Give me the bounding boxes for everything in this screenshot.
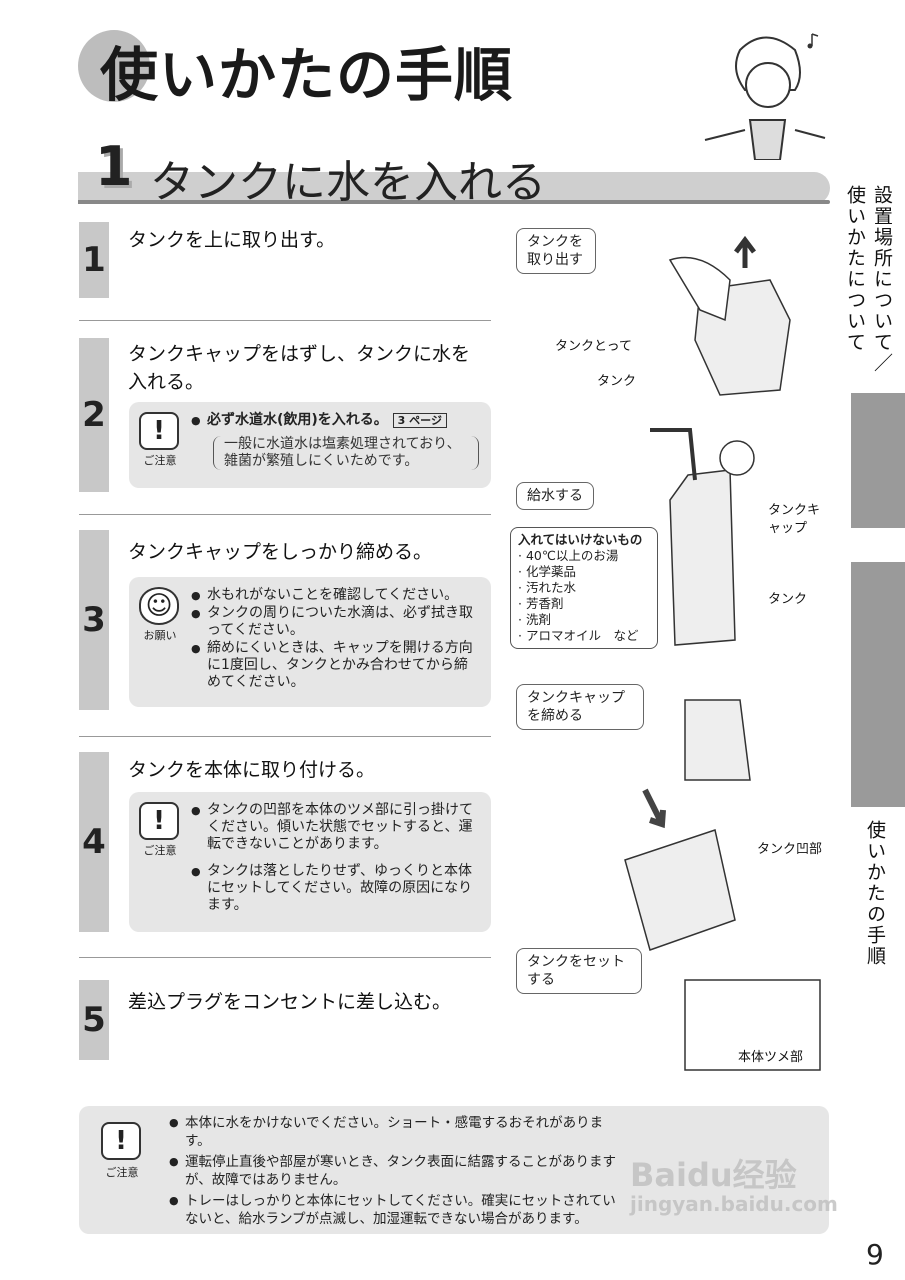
step-text: タンクキャップをはずし、タンクに水を入れる。 (128, 343, 471, 393)
step-number: 1 (79, 222, 109, 298)
forbidden-box: 入れてはいけないもの · 40℃以上のお湯 · 化学薬品 · 汚れた水 · 芳香… (510, 527, 658, 649)
page-ref-number: 3 (397, 414, 406, 427)
label-tank: タンク (768, 592, 808, 607)
step-number: 4 (79, 752, 109, 932)
note-item-text: 必ず水道水(飲用)を入れる。 (207, 412, 388, 428)
side-tab-setup[interactable]: 設置場所について／使いかたについて (844, 185, 893, 374)
divider (79, 320, 491, 321)
page-reference[interactable]: 3 ページ (392, 413, 447, 428)
forbidden-item: · 40℃以上のお湯 (518, 548, 619, 563)
page-title: 使いかたの手順 (100, 41, 514, 109)
forbidden-item-text: アロマオイル など (525, 628, 639, 643)
note-item: タンクの凹部を本体のツメ部に引っ掛けてください。傾いた状態でセットすると、運転で… (191, 802, 481, 853)
step-number: 2 (79, 338, 109, 492)
note-sub: 一般に水道水は塩素処理されており、雑菌が繁殖しにくいためです。 (213, 436, 479, 470)
note-caption: ご注意 (143, 454, 177, 467)
note-item: トレーはしっかりと本体にセットしてください。確実にセットされていないと、給水ラン… (169, 1192, 619, 1228)
side-tab-usage-steps[interactable]: 使いかたの手順 (864, 820, 886, 967)
callout-remove-tank: タンクを取り出す (516, 228, 596, 274)
note-item: 水もれがないことを確認してください。 (191, 587, 481, 604)
note-caption: ご注意 (143, 844, 177, 857)
forbidden-item-text: 40℃以上のお湯 (525, 548, 619, 563)
note-item: 運転停止直後や部屋が寒いとき、タンク表面に結露することがありますが、故障ではあり… (169, 1153, 619, 1189)
caution-icon: ! (139, 802, 179, 840)
note-item: 締めにくいときは、キャップを開ける方向に1度回し、タンクとかみ合わせてから締めて… (191, 640, 481, 691)
title-decoration (78, 30, 150, 102)
note-item: 本体に水をかけないでください。ショート・感電するおそれがあります。 (169, 1114, 619, 1150)
page-number: 9 (866, 1238, 884, 1271)
request-note: ☺ お願い 水もれがないことを確認してください。タンクの周りについた水滴は、必ず… (129, 577, 491, 707)
label-tank-handle: タンクとって (555, 339, 632, 354)
smile-icon: ☺ (139, 587, 179, 625)
woman-illustration (704, 33, 826, 160)
divider (79, 514, 491, 515)
caution-note: ! ご注意 タンクの凹部を本体のツメ部に引っ掛けてください。傾いた状態でセットす… (129, 792, 491, 932)
forbidden-item-text: 洗剤 (525, 612, 551, 627)
forbidden-item-text: 化学薬品 (525, 564, 576, 579)
divider (79, 957, 491, 958)
step-text: タンクを本体に取り付ける。 (128, 759, 376, 781)
section-title: タンクに水を入れる (150, 157, 546, 208)
section-bar-shadow (78, 200, 830, 204)
forbidden-item: · アロマオイル など (518, 628, 639, 643)
forbidden-title: 入れてはいけないもの (518, 532, 643, 547)
step-text: 差込プラグをコンセントに差し込む。 (128, 991, 452, 1013)
forbidden-item: · 化学薬品 (518, 564, 576, 579)
forbidden-item: · 芳香剤 (518, 596, 564, 611)
page-ref-suffix: ページ (409, 414, 442, 427)
note-item: タンクの周りについた水滴は、必ず拭き取ってください。 (191, 605, 481, 639)
forbidden-item: · 汚れた水 (518, 580, 576, 595)
forbidden-item: · 洗剤 (518, 612, 551, 627)
step-text: タンクを上に取り出す。 (128, 229, 336, 251)
caution-note: ! ご注意 必ず水道水(飲用)を入れる。 3 ページ 一般に水道水は塩素処理され… (129, 402, 491, 488)
callout-fill-water: 給水する (516, 482, 594, 510)
callout-close-cap: タンクキャップを締める (516, 684, 644, 730)
step-text: タンクキャップをしっかり締める。 (128, 541, 433, 563)
step-number: 3 (79, 530, 109, 710)
label-tank: タンク (597, 374, 637, 389)
caution-icon: ! (101, 1122, 141, 1160)
note-item: 必ず水道水(飲用)を入れる。 3 ページ (191, 412, 481, 429)
note-item: タンクは落としたりせず、ゆっくりと本体にセットしてください。故障の原因になります… (191, 863, 481, 914)
label-tank-cap: タンクキャップ (768, 503, 821, 536)
divider (79, 736, 491, 737)
note-caption: ご注意 (105, 1166, 139, 1179)
label-tank-recess: タンク凹部 (757, 842, 823, 857)
section-bar (78, 172, 830, 204)
step-number: 5 (79, 980, 109, 1060)
forbidden-item-text: 汚れた水 (525, 580, 576, 595)
label-claw: 本体ツメ部 (738, 1050, 804, 1065)
forbidden-item-text: 芳香剤 (525, 596, 564, 611)
bottom-caution-note: ! ご注意 本体に水をかけないでください。ショート・感電するおそれがあります。運… (79, 1106, 829, 1234)
watermark-logo-text: Baidu经验 (630, 1156, 797, 1194)
procedure-illustrations (624, 235, 821, 1071)
callout-set-tank: タンクをセットする (516, 948, 642, 994)
side-tab-block (851, 393, 905, 528)
side-tab-block-active (851, 562, 905, 807)
section-number: 1 (95, 135, 133, 198)
caution-icon: ! (139, 412, 179, 450)
note-caption: お願い (143, 629, 177, 642)
watermark-url-text: jingyan.baidu.com (630, 1192, 838, 1217)
